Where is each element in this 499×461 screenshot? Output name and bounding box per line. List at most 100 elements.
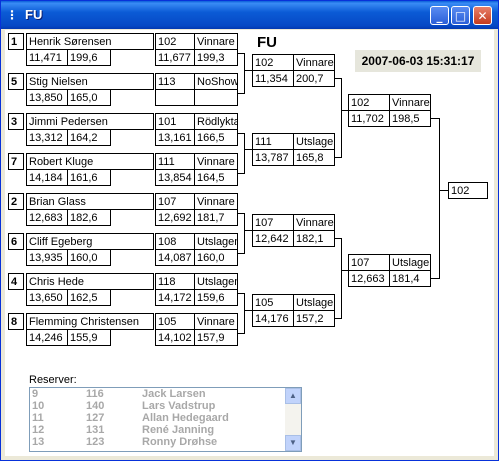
player-stat-a: 13,650	[26, 289, 68, 306]
player-stat-a: 14,246	[26, 329, 68, 346]
result-number: 107	[252, 214, 294, 231]
bracket-line	[341, 78, 342, 158]
reserve-number: 123	[86, 436, 105, 448]
player-stat-a: 11,471	[26, 49, 68, 66]
reserve-row[interactable]: 9 116 Jack Larsen	[30, 388, 285, 401]
bracket-line	[244, 149, 252, 150]
reserves-label: Reserver:	[29, 374, 77, 386]
result-status: Utslagen	[194, 233, 238, 250]
result-status: Vinnare	[389, 94, 431, 111]
scroll-up-icon[interactable]: ▲	[285, 388, 301, 404]
result-number: 107	[348, 254, 390, 271]
bracket-line	[335, 157, 341, 158]
datetime-label: 2007-06-03 15:31:17	[355, 50, 481, 72]
bracket-line	[244, 293, 245, 334]
player-stat-a: 13,935	[26, 249, 68, 266]
maximize-button[interactable]: □	[451, 6, 470, 25]
result-stat-b: 157,9	[194, 329, 238, 346]
player-name: Robert Kluge	[26, 153, 154, 170]
result-status: Utslagen	[293, 133, 335, 150]
result-stat-b: 181,4	[389, 270, 431, 287]
result-status: Vinnare	[293, 54, 335, 71]
player-stat-b: 161,6	[67, 169, 111, 186]
bracket-line	[244, 53, 245, 94]
result-stat-a: 11,677	[155, 49, 195, 66]
minimize-button[interactable]: _	[430, 6, 449, 25]
result-number: 102	[252, 54, 294, 71]
bracket-line	[431, 118, 439, 119]
bracket-line	[341, 110, 348, 111]
system-menu-icon[interactable]: ⋮	[6, 8, 18, 22]
page-title: FU	[257, 34, 277, 51]
result-stat-b: 198,5	[389, 110, 431, 127]
window-title: FU	[25, 7, 43, 22]
result-stat-a: 14,172	[155, 289, 195, 306]
player-name: Chris Hede	[26, 273, 154, 290]
bracket-line	[335, 238, 341, 239]
result-number: 102	[348, 94, 390, 111]
bracket-line	[238, 213, 244, 214]
result-stat-a: 12,663	[348, 270, 390, 287]
bracket-line	[238, 93, 244, 94]
result-status: Vinnare	[194, 153, 238, 170]
result-stat-a: 12,642	[252, 230, 294, 247]
result-status: Vinnare	[194, 33, 238, 50]
reserve-position: 11	[32, 412, 44, 424]
bracket-line	[341, 270, 348, 271]
player-stat-a: 12,683	[26, 209, 68, 226]
result-stat-b: 166,5	[194, 129, 238, 146]
seed-number: 4	[8, 273, 24, 290]
bracket-line	[439, 190, 448, 191]
player-name: Jimmi Pedersen	[26, 113, 154, 130]
reserve-number: 131	[86, 424, 105, 436]
result-stat-a: 14,087	[155, 249, 195, 266]
result-stat-b: 160,0	[194, 249, 238, 266]
reserve-number: 116	[86, 388, 104, 400]
result-stat-b	[194, 89, 238, 106]
player-stat-b: 160,0	[67, 249, 111, 266]
result-stat-a: 13,161	[155, 129, 195, 146]
result-status: Vinnare	[293, 214, 335, 231]
result-stat-a: 12,692	[155, 209, 195, 226]
scroll-down-icon[interactable]: ▼	[285, 435, 301, 451]
result-stat-a	[155, 89, 195, 106]
result-stat-b: 182,1	[293, 230, 335, 247]
bracket-line	[244, 230, 252, 231]
reserve-name: Jack Larsen	[142, 388, 206, 400]
bracket-line	[238, 173, 244, 174]
close-button[interactable]: ✕	[473, 6, 492, 25]
seed-number: 7	[8, 153, 24, 170]
reserve-number: 140	[86, 400, 105, 412]
result-stat-b: 157,2	[293, 310, 335, 327]
player-stat-a: 13,850	[26, 89, 68, 106]
result-status: Vinnare	[194, 193, 238, 210]
result-stat-b: 199,3	[194, 49, 238, 66]
title-bar[interactable]: ⋮ FU _ □ ✕	[1, 1, 498, 29]
player-stat-b: 199,6	[67, 49, 111, 66]
seed-number: 8	[8, 313, 24, 330]
bracket-line	[335, 318, 341, 319]
reserve-name: Ronny Drøhse	[142, 436, 218, 448]
seed-number: 3	[8, 113, 24, 130]
reserve-name: Lars Vadstrup	[142, 400, 216, 412]
bracket-line	[244, 213, 245, 254]
bracket-line	[244, 70, 252, 71]
reserve-position: 9	[32, 388, 39, 400]
result-status: Vinnare	[194, 313, 238, 330]
reserve-name: Allan Hedegaard	[142, 412, 229, 424]
player-stat-b: 182,6	[67, 209, 111, 226]
result-stat-b: 181,7	[194, 209, 238, 226]
reserves-scrollbar[interactable]: ▲ ▼	[285, 388, 301, 451]
bracket-line	[439, 118, 440, 279]
result-stat-b: 165,8	[293, 149, 335, 166]
result-status: Utslagen	[293, 294, 335, 311]
result-stat-a: 11,354	[252, 70, 294, 87]
player-stat-b: 164,2	[67, 129, 111, 146]
